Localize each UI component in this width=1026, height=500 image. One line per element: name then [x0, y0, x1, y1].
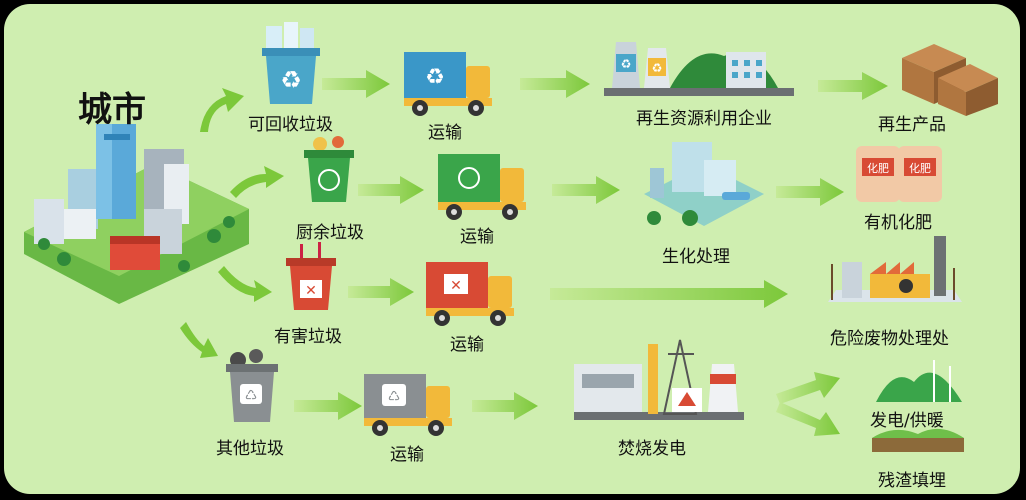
truck-other: ♺: [364, 374, 452, 436]
product-boxes: [902, 44, 998, 116]
landfill-scene: [872, 428, 964, 452]
truck-kitchen: [438, 154, 526, 220]
label-transport-3: 运输: [450, 335, 484, 355]
biochemical-plant: [644, 142, 764, 226]
svg-text:♺: ♺: [388, 389, 401, 405]
fertilizer-bag-text-2: 化肥: [909, 161, 931, 175]
svg-text:♺: ♺: [245, 388, 258, 404]
label-recycling-enterprise: 再生资源利用企业: [636, 109, 772, 129]
diagram-canvas: ♻ ✕ ♺ ♻: [24, 22, 998, 452]
fertilizer-bag-text: 化肥: [867, 161, 889, 175]
svg-text:♻: ♻: [425, 65, 445, 90]
svg-text:♻: ♻: [280, 66, 302, 94]
truck-recyclable: ♻: [404, 52, 492, 116]
label-kitchen: 厨余垃圾: [296, 223, 364, 243]
hazardous-plant: [828, 236, 962, 302]
label-power-heating: 发电/供暖: [870, 411, 944, 431]
label-transport-1: 运输: [428, 123, 462, 143]
bin-other: ♺: [226, 349, 278, 422]
label-landfill: 残渣填埋: [878, 471, 946, 491]
power-heating-scene: [876, 360, 962, 402]
svg-text:♻: ♻: [652, 61, 663, 75]
svg-text:♻: ♻: [621, 57, 632, 71]
label-biochemical: 生化处理: [662, 247, 730, 267]
bin-hazardous: ✕: [286, 242, 336, 310]
city-branch-arrows: [180, 88, 284, 358]
flow-arrows: [294, 70, 888, 436]
label-recycled-product: 再生产品: [878, 115, 946, 135]
label-transport-2: 运输: [460, 227, 494, 247]
label-hazardous-facility: 危险废物处理处: [830, 329, 949, 349]
label-hazardous: 有害垃圾: [274, 327, 342, 347]
label-organic-fertilizer: 有机化肥: [864, 213, 932, 233]
svg-text:✕: ✕: [305, 283, 317, 299]
bin-recyclable: ♻: [262, 22, 320, 104]
fertilizer-bags: 化肥 化肥: [856, 146, 942, 202]
label-incineration: 焚烧发电: [618, 439, 686, 459]
truck-hazardous: ✕: [426, 262, 514, 326]
city-title: 城市: [78, 90, 146, 130]
recycling-plant: ♻ ♻: [604, 42, 794, 96]
label-other: 其他垃圾: [216, 439, 284, 459]
city-illustration: [24, 124, 249, 304]
bin-kitchen: [304, 136, 354, 202]
label-transport-4: 运输: [390, 445, 424, 465]
svg-text:✕: ✕: [450, 278, 462, 294]
diagram-panel: ♻ ✕ ♺ ♻: [4, 4, 1020, 494]
label-recyclable: 可回收垃圾: [248, 115, 333, 135]
incineration-plant: [574, 339, 744, 420]
